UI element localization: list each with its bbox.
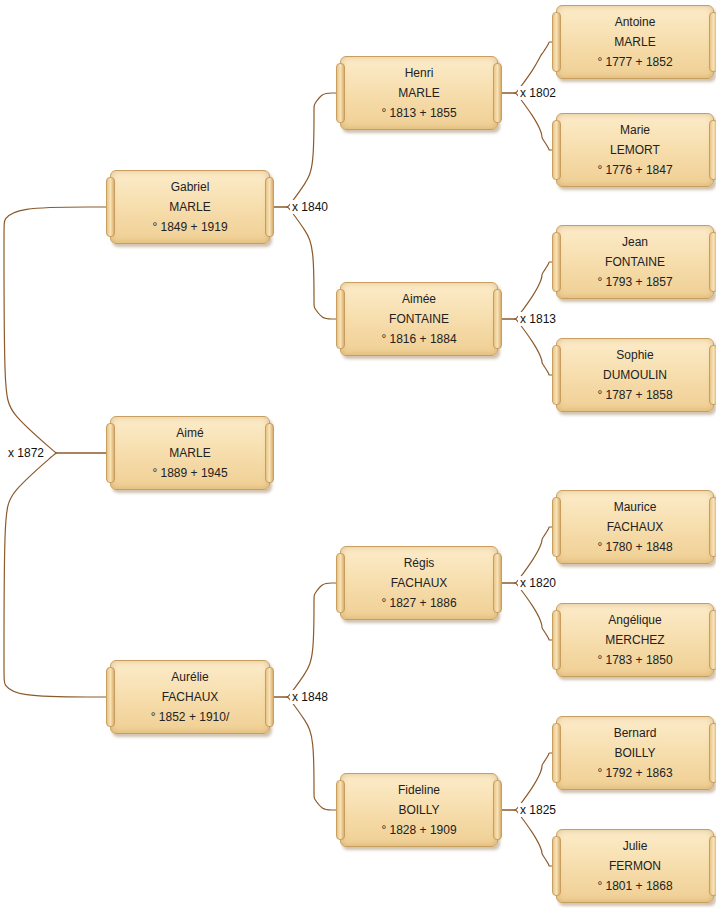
person-box: AiméeFONTAINE° 1816 + 1884 [340,282,498,356]
surname: MARLE [565,32,705,52]
lineage-connector [498,753,556,810]
first-name: Fideline [349,780,489,800]
marriage-year: x 1813 [518,312,558,326]
first-name: Régis [349,553,489,573]
lineage-connector [270,583,340,697]
surname: MERCHEZ [565,630,705,650]
lineage-connector [498,810,556,866]
first-name: Marie [565,120,705,140]
life-dates: ° 1787 + 1858 [565,385,705,405]
marriage-year: x 1848 [290,690,330,704]
first-name: Jean [565,232,705,252]
marriage-year: x 1802 [518,86,558,100]
life-dates: ° 1793 + 1857 [565,272,705,292]
person-box: JeanFONTAINE° 1793 + 1857 [556,225,714,299]
lineage-connector [498,93,556,150]
life-dates: ° 1783 + 1850 [565,650,705,670]
marriage-year: x 1820 [518,576,558,590]
first-name: Bernard [565,723,705,743]
person-box: GabrielMARLE° 1849 + 1919 [110,170,270,244]
first-name: Henri [349,63,489,83]
marriage-year: x 1825 [518,803,558,817]
surname: DUMOULIN [565,365,705,385]
life-dates: ° 1776 + 1847 [565,160,705,180]
person-box: MauriceFACHAUX° 1780 + 1848 [556,490,714,564]
lineage-connector [498,262,556,319]
life-dates: ° 1780 + 1848 [565,537,705,557]
surname: FERMON [565,856,705,876]
first-name: Maurice [565,497,705,517]
surname: BOILLY [349,800,489,820]
first-name: Julie [565,836,705,856]
first-name: Aimé [119,423,261,443]
lineage-connector [270,93,340,207]
marriage-year: x 1872 [6,446,46,460]
surname: MARLE [349,83,489,103]
surname: MARLE [119,197,261,217]
surname: FONTAINE [565,252,705,272]
person-box: SophieDUMOULIN° 1787 + 1858 [556,338,714,412]
life-dates: ° 1827 + 1886 [349,593,489,613]
person-box: JulieFERMON° 1801 + 1868 [556,829,714,903]
person-box: AngéliqueMERCHEZ° 1783 + 1850 [556,603,714,677]
life-dates: ° 1816 + 1884 [349,329,489,349]
life-dates: ° 1792 + 1863 [565,763,705,783]
first-name: Angélique [565,610,705,630]
life-dates: ° 1849 + 1919 [119,217,261,237]
life-dates: ° 1828 + 1909 [349,820,489,840]
surname: BOILLY [565,743,705,763]
first-name: Gabriel [119,177,261,197]
surname: FACHAUX [349,573,489,593]
person-box: RégisFACHAUX° 1827 + 1886 [340,546,498,620]
person-box: AntoineMARLE° 1777 + 1852 [556,5,714,79]
lineage-connector [270,207,340,319]
first-name: Antoine [565,12,705,32]
life-dates: ° 1852 + 1910/ [119,707,261,727]
surname: LEMORT [565,140,705,160]
life-dates: ° 1777 + 1852 [565,52,705,72]
person-box: BernardBOILLY° 1792 + 1863 [556,716,714,790]
life-dates: ° 1813 + 1855 [349,103,489,123]
life-dates: ° 1801 + 1868 [565,876,705,896]
first-name: Aimée [349,289,489,309]
marriage-year: x 1840 [290,200,330,214]
person-box: FidelineBOILLY° 1828 + 1909 [340,773,498,847]
person-box: AiméMARLE° 1889 + 1945 [110,416,270,490]
person-box: HenriMARLE° 1813 + 1855 [340,56,498,130]
lineage-connector [4,453,110,697]
lineage-connector [498,319,556,375]
surname: FACHAUX [119,687,261,707]
lineage-connector [270,697,340,810]
lineage-connector [4,207,110,453]
lineage-connector [498,527,556,583]
person-box: AurélieFACHAUX° 1852 + 1910/ [110,660,270,734]
surname: MARLE [119,443,261,463]
life-dates: ° 1889 + 1945 [119,463,261,483]
surname: FONTAINE [349,309,489,329]
first-name: Aurélie [119,667,261,687]
surname: FACHAUX [565,517,705,537]
person-box: MarieLEMORT° 1776 + 1847 [556,113,714,187]
lineage-connector [498,583,556,640]
first-name: Sophie [565,345,705,365]
